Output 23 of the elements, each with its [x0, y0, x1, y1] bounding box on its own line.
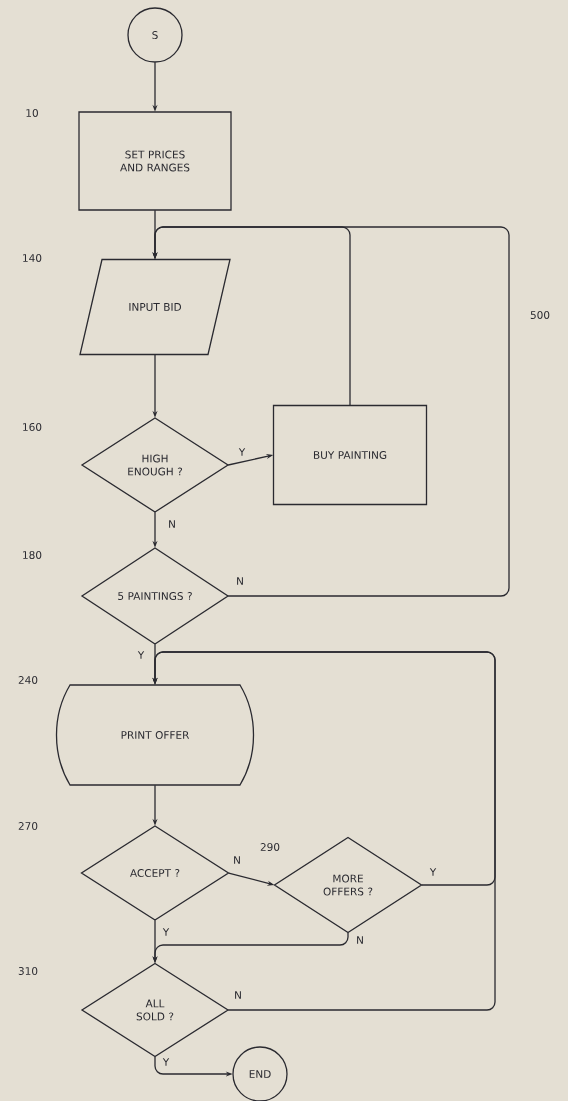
edge-label: Y: [136, 650, 146, 660]
line-number: 500: [530, 311, 550, 319]
line-number: 310: [18, 967, 38, 975]
edge-label: N: [355, 935, 365, 945]
line-number: 160: [23, 423, 42, 431]
edge-label: N: [167, 519, 177, 529]
line-number: 290: [260, 843, 280, 851]
line-number: 140: [23, 254, 42, 262]
line-number: 180: [23, 551, 42, 559]
process-box: BUY PAINTING: [272, 404, 428, 506]
line-number: 10: [26, 109, 38, 117]
edge-label: Y: [237, 447, 247, 457]
input-parallelogram: INPUT BID: [79, 258, 231, 356]
edge-label: N: [235, 576, 245, 586]
edge-label: Y: [161, 927, 171, 937]
edge-label: N: [233, 990, 243, 1000]
edge-label: Y: [428, 867, 438, 877]
line-number: 270: [18, 822, 38, 830]
display-box: PRINT OFFER: [55, 684, 255, 786]
process-box: SET PRICES AND RANGES: [78, 111, 232, 211]
line-number: 240: [18, 676, 38, 684]
edge-label: Y: [161, 1057, 171, 1067]
edge-label: N: [232, 855, 242, 865]
